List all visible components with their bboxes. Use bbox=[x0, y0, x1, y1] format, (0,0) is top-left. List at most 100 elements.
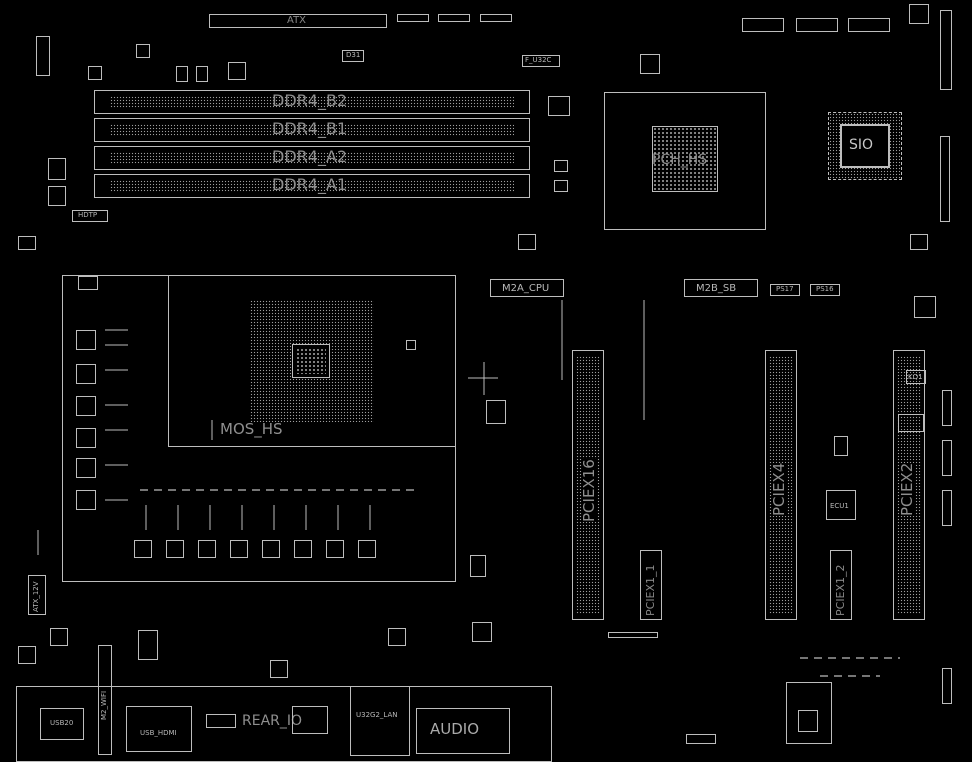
vrm-bottom-1 bbox=[134, 540, 152, 558]
usb-hdmi-label: USB_HDMI bbox=[140, 729, 177, 737]
header-a bbox=[397, 14, 429, 22]
sio-chip bbox=[840, 124, 890, 168]
component-16 bbox=[50, 628, 68, 646]
component-13 bbox=[898, 414, 924, 432]
ddr4-slot-a1 bbox=[94, 174, 530, 198]
component-8 bbox=[548, 96, 570, 116]
component-30 bbox=[406, 340, 416, 350]
component-7 bbox=[640, 54, 660, 74]
pciex4-slot bbox=[765, 350, 797, 620]
pciex2-slot bbox=[893, 350, 925, 620]
ddr4-slot-b1 bbox=[94, 118, 530, 142]
m2b-sb-connector bbox=[684, 279, 758, 297]
component-17 bbox=[270, 660, 288, 678]
ps17-part bbox=[770, 284, 800, 296]
ecu1-chip bbox=[826, 490, 856, 520]
header-b bbox=[438, 14, 470, 22]
vrm-phase-3 bbox=[76, 396, 96, 416]
ps17-label: PS17 bbox=[776, 285, 794, 293]
kq1-part bbox=[906, 370, 926, 384]
header-e bbox=[796, 18, 838, 32]
component-20 bbox=[470, 555, 486, 577]
component-14 bbox=[138, 630, 158, 660]
vrm-bottom-7 bbox=[326, 540, 344, 558]
pciex2-label: PCIEX2 bbox=[898, 462, 916, 516]
component-32 bbox=[942, 390, 952, 426]
usb-hdmi-port bbox=[126, 706, 192, 752]
component-38 bbox=[292, 706, 328, 734]
ecu1-label: ECU1 bbox=[830, 502, 849, 510]
atx-power-connector bbox=[209, 14, 387, 28]
ddr4-slot-a2 bbox=[94, 146, 530, 170]
m2b-sb-label: M2B_SB bbox=[696, 283, 737, 294]
usb20-label: USB20 bbox=[50, 719, 74, 727]
pciex1-2-slot bbox=[830, 550, 852, 620]
pciex1-2-label: PCIEX1_2 bbox=[834, 564, 847, 616]
f-u32c-label: F_U32C bbox=[525, 56, 552, 64]
component-6 bbox=[36, 36, 50, 76]
ddr4-b2-label: DDR4_B2 bbox=[272, 91, 348, 110]
f-u32c-header bbox=[522, 55, 560, 67]
usb20-port bbox=[40, 708, 84, 740]
component-29 bbox=[486, 400, 506, 424]
ddr4-slot-b2-pins bbox=[110, 96, 514, 108]
vrm-phase-6 bbox=[76, 490, 96, 510]
vrm-phase-2 bbox=[76, 364, 96, 384]
header-c bbox=[480, 14, 512, 22]
component-25 bbox=[518, 234, 536, 250]
hdtp-label: HDTP bbox=[78, 211, 98, 219]
vrm-bottom-4 bbox=[230, 540, 248, 558]
component-19 bbox=[472, 622, 492, 642]
pciex4-label: PCIEX4 bbox=[770, 462, 788, 516]
u32g2-lan-port bbox=[350, 686, 410, 756]
component-18 bbox=[388, 628, 406, 646]
ddr4-b1-label: DDR4_B1 bbox=[272, 119, 348, 138]
ddr4-slot-a1-pins bbox=[110, 180, 514, 192]
component-11 bbox=[910, 234, 928, 250]
ddr4-a2-label: DDR4_A2 bbox=[272, 147, 348, 166]
component-4 bbox=[176, 66, 188, 82]
m2-wifi-slot bbox=[98, 645, 112, 755]
component-37 bbox=[608, 632, 658, 638]
atx-label: ATX bbox=[287, 15, 307, 26]
pciex16-label: PCIEX16 bbox=[580, 459, 598, 522]
component-23 bbox=[48, 186, 66, 206]
atx-12v-label: ATX_12V bbox=[32, 581, 40, 612]
vrm-bottom-8 bbox=[358, 540, 376, 558]
rear-io-label: REAR_IO bbox=[242, 713, 303, 729]
sio-label: SIO bbox=[849, 137, 874, 153]
vrm-bottom-3 bbox=[198, 540, 216, 558]
component-1 bbox=[88, 66, 102, 80]
vrm-phase-5 bbox=[76, 458, 96, 478]
component-9 bbox=[554, 160, 568, 172]
audio-jack bbox=[416, 708, 510, 754]
hdtp-header bbox=[72, 210, 108, 222]
cpu-center-die-pads bbox=[296, 348, 326, 374]
vrm-bottom-6 bbox=[294, 540, 312, 558]
ddr4-a1-label: DDR4_A1 bbox=[272, 175, 348, 194]
m2-wifi-label: M2_WIFI bbox=[100, 690, 108, 720]
pch-hs-label: PCH_HS bbox=[652, 152, 708, 168]
pciex16-slot bbox=[572, 350, 604, 620]
ddr4-slot-b1-pins bbox=[110, 124, 514, 136]
ps16-label: PS16 bbox=[816, 285, 834, 293]
vrm-phase-1 bbox=[76, 330, 96, 350]
header-d bbox=[742, 18, 784, 32]
component-35 bbox=[942, 668, 952, 704]
header-g bbox=[909, 4, 929, 24]
component-34 bbox=[942, 490, 952, 526]
component-36 bbox=[686, 734, 716, 744]
component-12 bbox=[914, 296, 936, 318]
ddr4-slot-b2 bbox=[94, 90, 530, 114]
d31-label: D31 bbox=[346, 51, 361, 59]
m2a-cpu-connector bbox=[490, 279, 564, 297]
m2a-cpu-label: M2A_CPU bbox=[502, 283, 550, 294]
kq1-label: KQ1 bbox=[908, 373, 923, 381]
component-22 bbox=[48, 158, 66, 180]
component-15 bbox=[18, 646, 36, 664]
vrm-phase-4 bbox=[76, 428, 96, 448]
audio-label: AUDIO bbox=[430, 720, 480, 738]
header-h bbox=[940, 10, 952, 90]
cpu-socket-inner bbox=[168, 275, 456, 447]
